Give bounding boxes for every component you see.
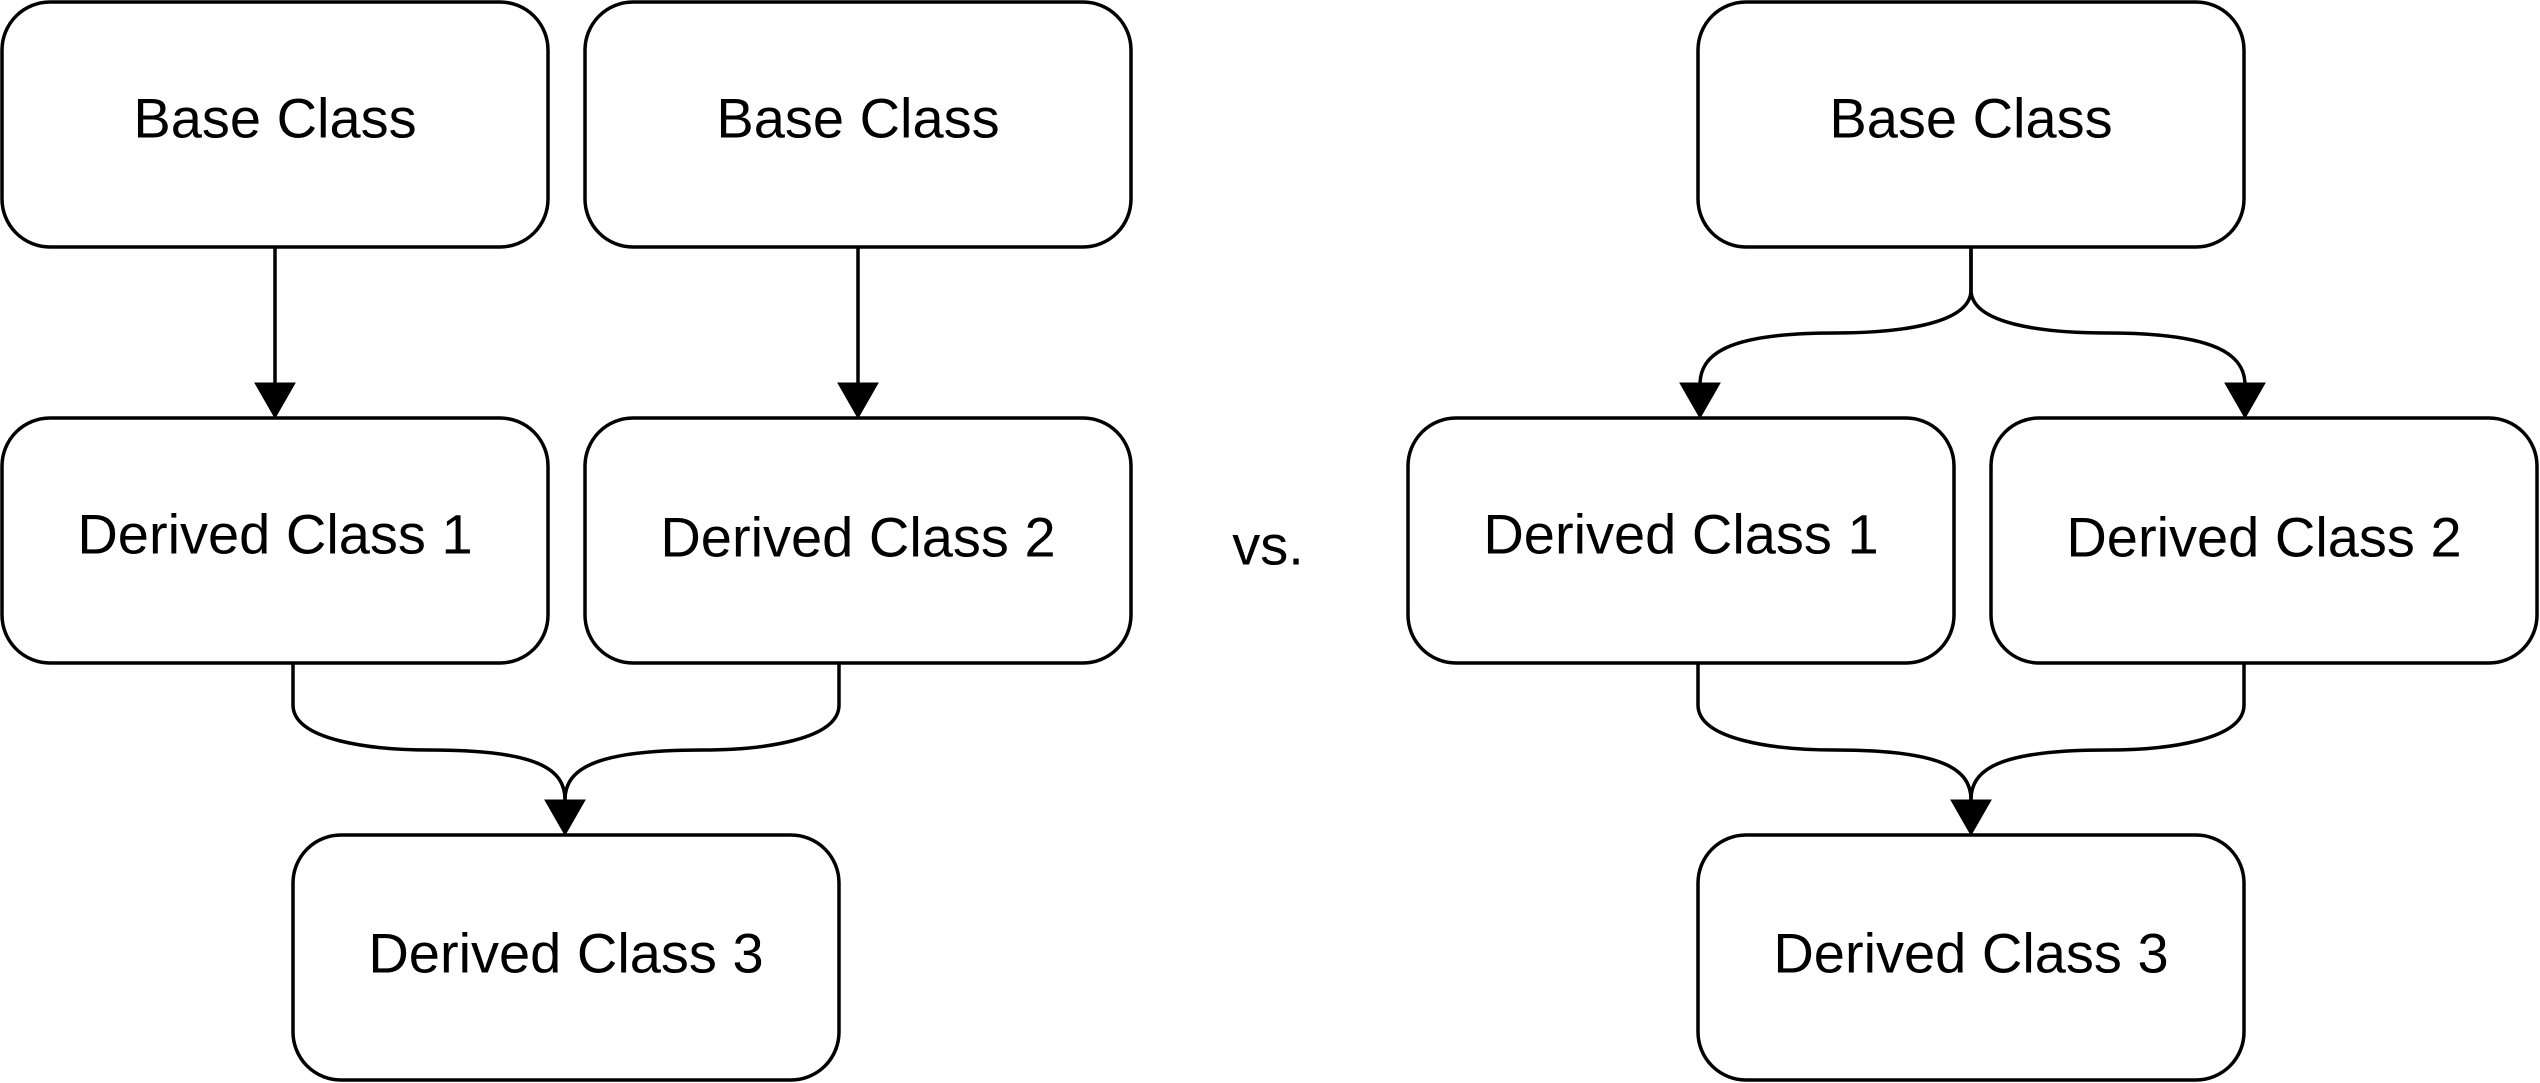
vs-label: vs. (1232, 514, 1304, 577)
arrowhead (1679, 382, 1721, 420)
node-label: Base Class (133, 87, 416, 150)
node-base-class-b: Base Class (583, 0, 1133, 249)
edge-base-to-derived-1 (1679, 247, 1973, 420)
node-label: Base Class (716, 87, 999, 150)
node-label: Base Class (1829, 87, 2112, 150)
node-derived-class-3: Derived Class 3 (1696, 833, 2246, 1082)
node-label: Derived Class 1 (1483, 503, 1878, 566)
node-label: Derived Class 3 (1773, 922, 2168, 985)
edge-base-to-derived-2 (1969, 247, 2266, 420)
node-derived-class-2: Derived Class 2 (583, 416, 1133, 665)
node-label: Derived Class 1 (77, 503, 472, 566)
edge-derived-1-to-derived-3 (291, 663, 567, 801)
right-diagram: Base Class Derived Class 1 Derived Class… (1406, 0, 2539, 1082)
left-diagram: Base Class Base Class Derived Class 1 De… (0, 0, 1133, 1082)
node-base-class: Base Class (1696, 0, 2246, 249)
arrowhead (2224, 382, 2266, 420)
node-derived-class-1: Derived Class 1 (0, 416, 550, 665)
arrowhead (1950, 799, 1992, 837)
node-label: Derived Class 3 (368, 922, 763, 985)
node-derived-class-1: Derived Class 1 (1406, 416, 1956, 665)
node-label: Derived Class 2 (2066, 506, 2461, 569)
arrowhead (254, 382, 296, 420)
edge-derived-2-to-derived-3 (544, 663, 841, 837)
edge-base-b-to-derived-2 (837, 247, 879, 420)
node-derived-class-2: Derived Class 2 (1989, 416, 2539, 665)
edge-base-a-to-derived-1 (254, 247, 296, 420)
node-derived-class-3: Derived Class 3 (291, 833, 841, 1082)
edge-derived-2-to-derived-3 (1950, 663, 2246, 837)
arrowhead (837, 382, 879, 420)
arrowhead (544, 799, 586, 837)
node-label: Derived Class 2 (660, 506, 1055, 569)
edge-derived-1-to-derived-3 (1696, 663, 1973, 801)
node-base-class-a: Base Class (0, 0, 550, 249)
